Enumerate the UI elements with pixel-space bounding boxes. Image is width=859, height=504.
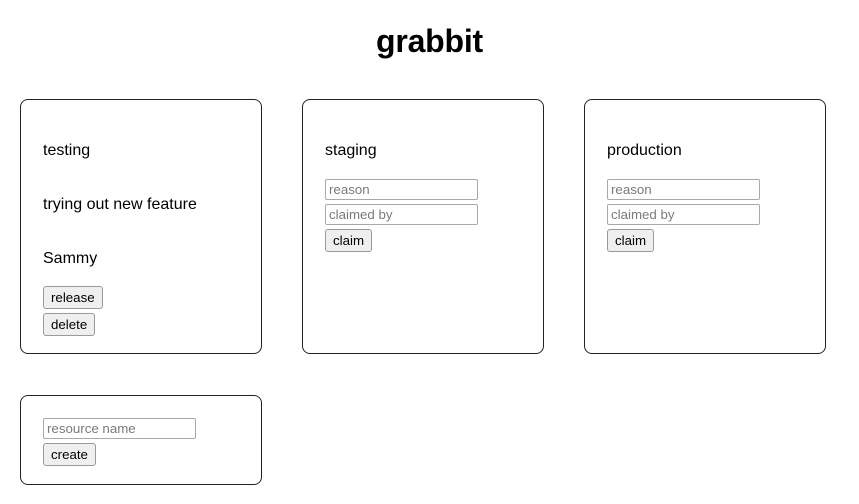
create-button[interactable]: create — [43, 443, 96, 466]
claimed-by-input[interactable] — [325, 204, 478, 225]
reason-input[interactable] — [325, 179, 478, 200]
claim-button[interactable]: claim — [607, 229, 655, 252]
resource-name-label: staging — [325, 142, 377, 159]
delete-button[interactable]: delete — [43, 313, 96, 336]
claim-form: claim — [607, 179, 760, 252]
claimed-by-input[interactable] — [607, 204, 760, 225]
resource-name-input[interactable] — [43, 418, 196, 439]
resource-claimed-by-text: Sammy — [43, 250, 98, 267]
create-resource-card: create — [20, 395, 262, 485]
resource-card-testing: testing trying out new feature Sammy rel… — [20, 99, 262, 354]
claim-form: claim — [325, 179, 478, 252]
resource-card-production: production claim — [584, 99, 826, 354]
reason-input[interactable] — [607, 179, 760, 200]
create-resource-form: create — [43, 418, 196, 466]
resource-card-list: testing trying out new feature Sammy rel… — [20, 99, 826, 354]
page-title: grabbit — [375, 23, 484, 59]
resource-actions: release delete — [43, 286, 103, 336]
release-button[interactable]: release — [43, 286, 103, 309]
resource-name-label: production — [607, 142, 682, 159]
resource-reason-text: trying out new feature — [43, 196, 197, 213]
resource-name-label: testing — [43, 142, 91, 159]
resource-card-staging: staging claim — [302, 99, 544, 354]
claim-button[interactable]: claim — [325, 229, 373, 252]
